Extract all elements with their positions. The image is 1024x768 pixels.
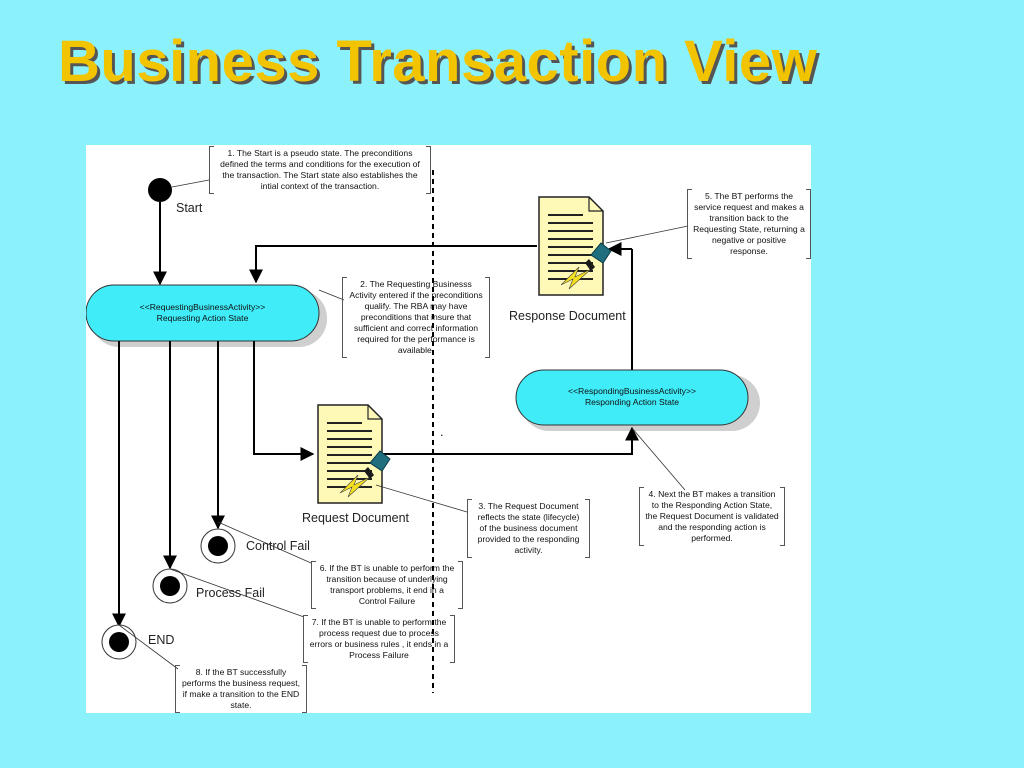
diagram-panel: <<RequestingBusinessActivity>> Requestin…	[86, 145, 811, 713]
note-2: 2. The Requesting Businesss Activity ent…	[342, 277, 490, 358]
responding-name: Responding Action State	[584, 397, 680, 407]
requesting-state-label: <<RequestingBusinessActivity>> Requestin…	[86, 302, 319, 324]
note7-connector	[169, 568, 305, 618]
note-1: 1. The Start is a pseudo state. The prec…	[209, 146, 431, 194]
process-fail-label: Process Fail	[196, 586, 265, 600]
process-fail-node	[152, 568, 188, 604]
request-doc-to-responding-arrow	[376, 426, 639, 455]
start-label: Start	[176, 201, 203, 215]
control-fail-label: Control Fail	[246, 539, 310, 553]
note-3: 3. The Request Document reflects the sta…	[467, 499, 590, 558]
note6-connector	[217, 521, 312, 564]
response-to-requesting-arrow	[249, 245, 537, 284]
control-fail-node	[200, 528, 236, 564]
requesting-name: Requesting Action State	[156, 313, 249, 323]
end-label: END	[148, 633, 175, 647]
requesting-stereotype: <<RequestingBusinessActivity>>	[139, 302, 266, 312]
note8-connector	[118, 624, 179, 670]
note-4: 4. Next the BT makes a transition to the…	[639, 487, 785, 546]
response-document-label: Response Document	[509, 309, 626, 323]
requesting-action-state	[86, 284, 320, 342]
diagram-canvas	[86, 170, 760, 693]
note2-connector	[318, 289, 345, 301]
note-5: 5. The BT performs the service request a…	[687, 189, 811, 259]
responding-stereotype: <<RespondingBusinessActivity>>	[567, 386, 697, 396]
start-note-connector	[171, 179, 210, 188]
slide-title: Business Transaction View	[58, 29, 818, 94]
start-node	[148, 178, 172, 202]
end-node	[101, 624, 137, 660]
stray-dot: .	[440, 425, 444, 439]
request-document-label: Request Document	[302, 511, 410, 525]
note-7: 7. If the BT is unable to perform the pr…	[303, 615, 455, 663]
note-6: 6. If the BT is unable to perform the tr…	[311, 561, 463, 609]
note-8: 8. If the BT successfully performs the b…	[175, 665, 307, 713]
note4-connector	[631, 427, 686, 491]
note3-connector	[375, 484, 468, 513]
note5-connector	[605, 225, 689, 244]
responding-state-label: <<RespondingBusinessActivity>> Respondin…	[516, 386, 748, 408]
response-document-icon	[538, 196, 612, 296]
requesting-to-request-doc-arrow	[253, 341, 315, 461]
request-document-icon	[317, 404, 391, 504]
